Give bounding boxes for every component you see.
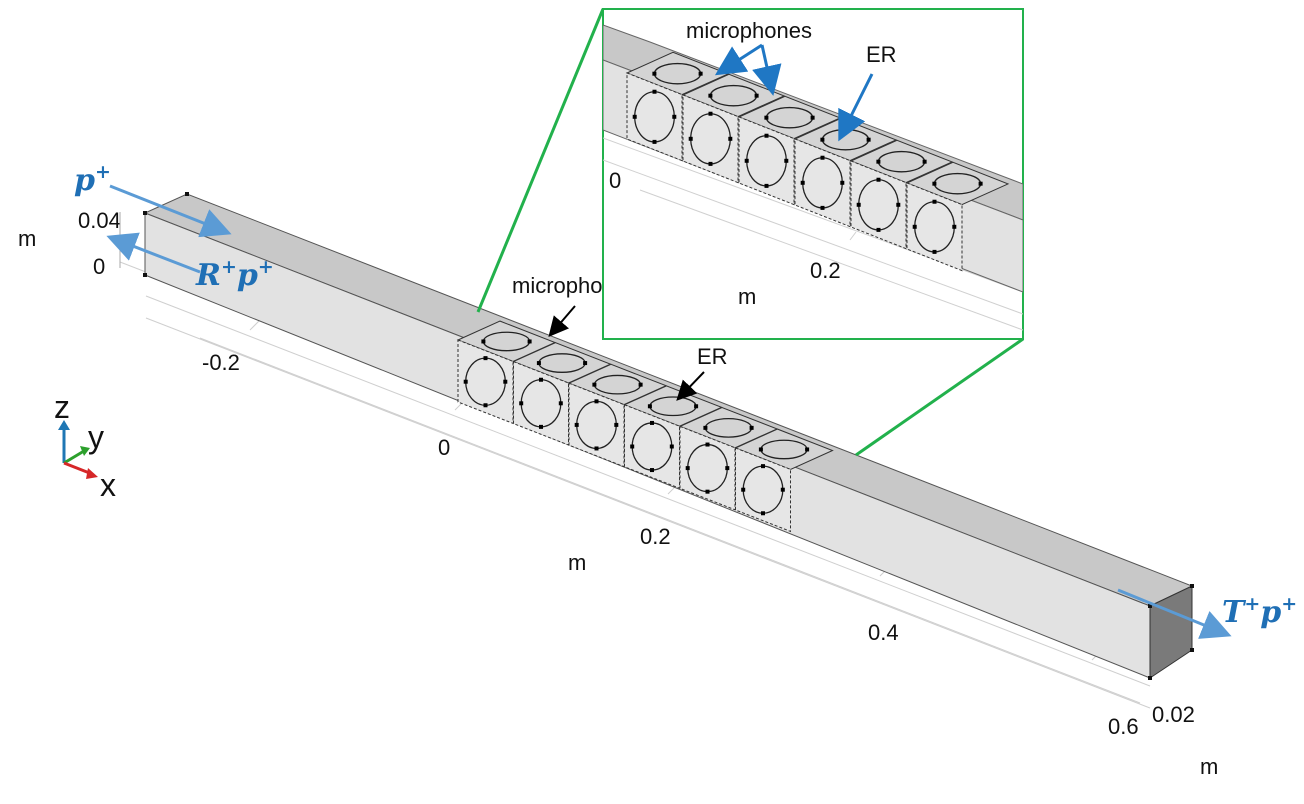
inset-cell-6 — [905, 161, 1010, 272]
x-tick-04: 0.4 — [868, 620, 899, 645]
y-tick-002: 0.02 — [1152, 702, 1195, 727]
x-tick-06: 0.6 — [1108, 714, 1139, 739]
x-tick-neg02: -0.2 — [202, 350, 240, 375]
inset-cell-4 — [793, 117, 898, 228]
transmitted-arrow — [1117, 588, 1232, 639]
inset-cell-1 — [625, 51, 730, 162]
transmitted-label: T+p+ — [1222, 593, 1297, 630]
x-tick-02: 0.2 — [640, 524, 671, 549]
x-unit: m — [568, 550, 586, 575]
wave-arrows — [106, 184, 1232, 639]
reflected-arrow — [106, 232, 201, 274]
incident-arrow — [109, 184, 232, 238]
z-tick-004: 0.04 — [78, 208, 121, 233]
z-unit: m — [18, 226, 36, 251]
inset-tick-02: 0.2 — [810, 258, 841, 283]
inset-cell-5 — [849, 139, 954, 250]
inset-view: 0 0.2 m microphones ER — [602, 8, 1024, 340]
unit-cells — [456, 320, 834, 533]
zoom-lines — [476, 8, 1024, 457]
main-cell-6 — [734, 428, 834, 533]
reflected-label: R+p+ — [195, 256, 274, 293]
main-axis-labels: -0.2 0 0.2 0.4 0.6 m 0.04 0 m 0.02 m — [18, 208, 1218, 779]
wave-labels: p+ R+p+ T+p+ — [74, 161, 1297, 630]
er-label: ER — [697, 344, 728, 369]
inset-cell-3 — [737, 95, 842, 206]
inset-er-label: ER — [866, 42, 897, 67]
inset-cell-2 — [681, 73, 786, 184]
inset-microphones-label: microphones — [686, 18, 812, 43]
triad-y-label: y — [88, 419, 104, 455]
main-cell-4 — [623, 385, 723, 489]
inset-unit-cells — [625, 51, 1010, 272]
main-cell-3 — [567, 363, 668, 468]
triad-x-label: x — [100, 467, 116, 503]
main-cell-5 — [678, 406, 779, 511]
triad-z-label: z — [54, 389, 70, 425]
axes-triad: z y x — [54, 389, 116, 503]
x-tick-0: 0 — [438, 435, 450, 460]
z-tick-0: 0 — [93, 254, 105, 279]
inset-unit: m — [738, 284, 756, 309]
main-cell-2 — [512, 342, 612, 446]
y-unit: m — [1200, 754, 1218, 779]
inset-tick-0: 0 — [609, 168, 621, 193]
incident-label: p+ — [74, 161, 111, 198]
